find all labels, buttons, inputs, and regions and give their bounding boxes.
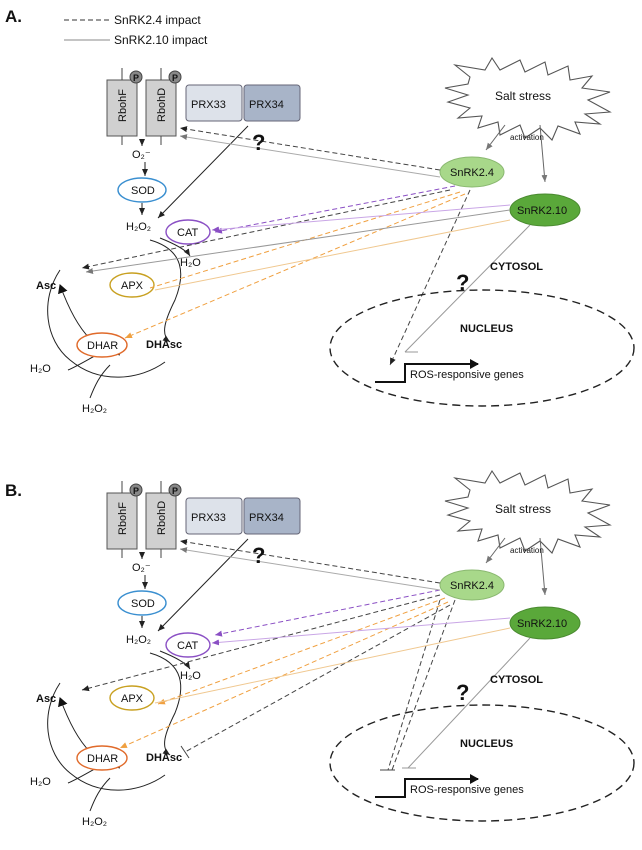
prx34-label: PRX34 <box>249 512 284 524</box>
snrk24-label: SnRK2.4 <box>450 167 494 179</box>
phospho-rbohf <box>129 70 143 84</box>
cytosol-label: CYTOSOL <box>490 674 543 686</box>
prx34-box <box>243 497 301 535</box>
rbohf-label: RbohF <box>117 502 129 535</box>
salt-stress-burst <box>444 469 612 554</box>
snrk24-label: SnRK2.4 <box>450 580 494 592</box>
h2o2-label: H₂O₂ <box>126 634 151 646</box>
legend-solid-label: SnRK2.10 impact <box>114 33 208 47</box>
nucleus-label: NUCLEUS <box>460 323 513 335</box>
salt-stress-burst <box>444 56 612 141</box>
superoxide-label: O₂⁻ <box>132 562 151 574</box>
nucleus-label: NUCLEUS <box>460 738 513 750</box>
cat-label: CAT <box>177 227 198 239</box>
gene-promoter-arrow <box>375 359 479 383</box>
rbohd-label: RbohD <box>156 501 168 535</box>
salt-stress-label: Salt stress <box>495 89 551 103</box>
cat-h2o-label: H₂O <box>180 257 201 269</box>
cat-node <box>165 219 211 245</box>
nucleus-compartment <box>329 289 635 407</box>
dhar-label: DHAR <box>87 340 118 352</box>
dhar-node <box>76 745 128 771</box>
dhasc-label: DHAsc <box>146 752 182 764</box>
prx33-box <box>185 84 243 122</box>
h2o-left-label: H₂O <box>30 776 51 788</box>
snrk210-node <box>509 606 581 640</box>
h2o2-label: H₂O₂ <box>126 221 151 233</box>
cytosol-label: CYTOSOL <box>490 261 543 273</box>
dhasc-label: DHAsc <box>146 339 182 351</box>
panel-a: A. RbohF RbohD P P PRX33 PRX34 O₂⁻ SOD H… <box>5 7 635 415</box>
prx33-label: PRX33 <box>191 512 226 524</box>
salt-stress-label: Salt stress <box>495 502 551 516</box>
apx-node <box>109 272 155 298</box>
phospho-rbohf-label: P <box>133 486 139 496</box>
rbohd-box <box>145 79 177 137</box>
phospho-rbohf <box>129 483 143 497</box>
legend: SnRK2.4 impact SnRK2.10 impact <box>64 13 208 47</box>
gene-promoter-arrow <box>375 774 479 798</box>
dhar-node <box>76 332 128 358</box>
activation-label: activation <box>510 133 544 142</box>
panel-b: B. RbohF RbohD P P PRX33 PRX34 O₂⁻ SOD H… <box>5 469 635 828</box>
prx34-box <box>243 84 301 122</box>
ros-genes-label: ROS-responsive genes <box>410 784 524 796</box>
question-mark-red: ? <box>252 543 265 568</box>
superoxide-label: O₂⁻ <box>132 149 151 161</box>
sod-label: SOD <box>131 185 155 197</box>
prx33-box <box>185 497 243 535</box>
rbohd-label: RbohD <box>156 88 168 122</box>
phospho-rbohd-label: P <box>172 73 178 83</box>
asc-label: Asc <box>36 280 56 292</box>
apx-node <box>109 685 155 711</box>
legend-dashed-label: SnRK2.4 impact <box>114 13 201 27</box>
apx-label: APX <box>121 693 144 705</box>
question-mark-green: ? <box>456 680 469 705</box>
asc-label: Asc <box>36 693 56 705</box>
rbohf-label: RbohF <box>117 89 129 122</box>
sod-label: SOD <box>131 598 155 610</box>
panel-b-label: B. <box>5 481 22 500</box>
snrk24-node <box>439 569 505 601</box>
question-mark-red: ? <box>252 130 265 155</box>
cat-h2o-label: H₂O <box>180 670 201 682</box>
ros-genes-label: ROS-responsive genes <box>410 369 524 381</box>
h2o2-bottom-label: H₂O₂ <box>82 403 107 415</box>
snrk210-label: SnRK2.10 <box>517 618 567 630</box>
apx-label: APX <box>121 280 144 292</box>
rbohd-box <box>145 492 177 550</box>
activation-label: activation <box>510 546 544 555</box>
phospho-rbohd-label: P <box>172 486 178 496</box>
sod-node <box>117 177 167 203</box>
h2o-left-label: H₂O <box>30 363 51 375</box>
prx34-label: PRX34 <box>249 99 284 111</box>
phospho-rbohd <box>168 483 182 497</box>
phospho-rbohf-label: P <box>133 73 139 83</box>
snrk210-label: SnRK2.10 <box>517 205 567 217</box>
phospho-rbohd <box>168 70 182 84</box>
prx33-label: PRX33 <box>191 99 226 111</box>
sod-node <box>117 590 167 616</box>
cat-node <box>165 632 211 658</box>
snrk24-node <box>439 156 505 188</box>
panel-a-label: A. <box>5 7 22 26</box>
question-mark-green: ? <box>456 270 469 295</box>
nucleus-compartment <box>329 704 635 822</box>
dhar-label: DHAR <box>87 753 118 765</box>
cat-label: CAT <box>177 640 198 652</box>
h2o2-bottom-label: H₂O₂ <box>82 816 107 828</box>
